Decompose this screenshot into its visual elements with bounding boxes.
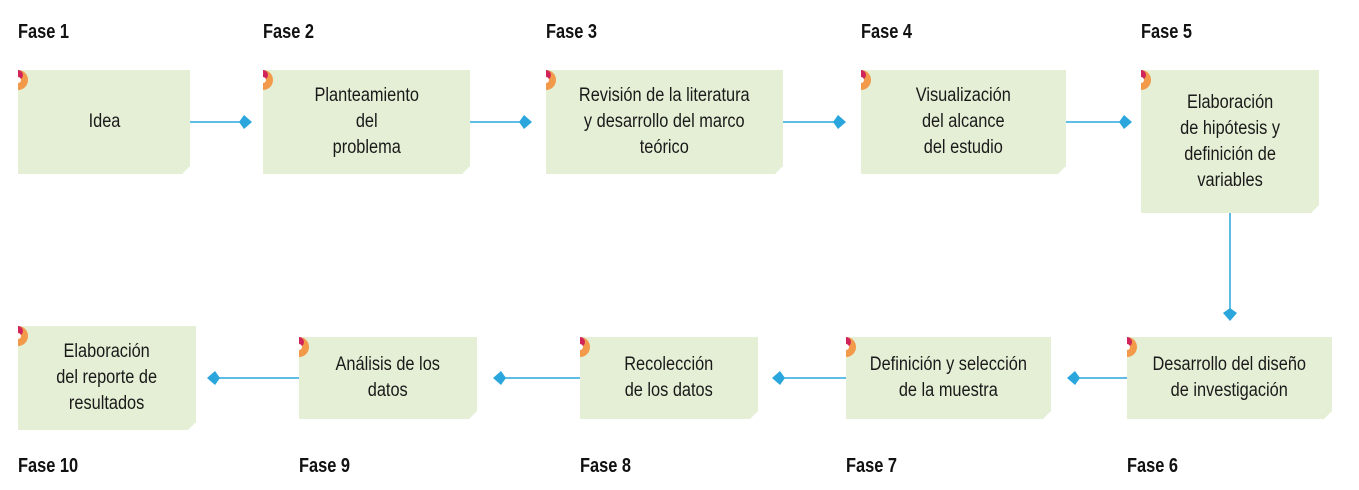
corner-marker-center-10 (18, 333, 21, 339)
phase-box-6: Desarrollo del diseño de investigación (1127, 337, 1332, 419)
corner-marker-center-2 (263, 77, 266, 83)
phase-text-5: Elaboración de hipótesis y definición de… (1180, 91, 1280, 191)
phase-text-6: Desarrollo del diseño de investigación (1152, 354, 1307, 401)
phase-label-7: Fase 7 (846, 455, 898, 477)
phase-text-2: Planteamiento del problema (314, 85, 419, 158)
phase-text-7: Definición y selección de la muestra (869, 354, 1028, 401)
phase-box-7: Definición y selección de la muestra (846, 337, 1051, 419)
phase-text-9: Análisis de los datos (335, 354, 441, 401)
phase-text-4: Visualización del alcance del estudio (915, 85, 1012, 158)
corner-marker-center-7 (846, 344, 849, 350)
corner-marker-center-5 (1141, 77, 1144, 83)
arrowhead-2 (519, 115, 532, 129)
phase-box-3: Revisión de la literatura y desarrollo d… (546, 70, 783, 174)
arrowhead-5 (1223, 308, 1237, 321)
phase-label-6: Fase 6 (1127, 455, 1179, 477)
corner-marker-center-9 (299, 344, 302, 350)
phase-text-10: Elaboración del reporte de resultados (56, 341, 158, 414)
corner-marker-center-8 (580, 344, 583, 350)
phase-box-4: Visualización del alcance del estudio (861, 70, 1066, 174)
corner-marker-center-4 (861, 77, 864, 83)
phase-label-9: Fase 9 (299, 455, 351, 477)
phase-label-5: Fase 5 (1141, 21, 1193, 43)
arrowhead-8 (493, 371, 506, 385)
phase-box-5: Elaboración de hipótesis y definición de… (1141, 70, 1319, 213)
phase-box-9: Análisis de los datos (299, 337, 477, 419)
arrowhead-6 (1067, 371, 1080, 385)
arrowhead-7 (772, 371, 785, 385)
arrowhead-1 (239, 115, 252, 129)
phase-box-2: Planteamiento del problema (263, 70, 470, 174)
phase-box-8: Recolección de los datos (580, 337, 758, 419)
arrowhead-9 (207, 371, 220, 385)
phase-label-4: Fase 4 (861, 21, 913, 43)
phase-text-8: Recolección de los datos (624, 354, 714, 401)
arrowhead-3 (833, 115, 846, 129)
phase-label-3: Fase 3 (546, 21, 598, 43)
arrowhead-4 (1119, 115, 1132, 129)
phase-box-10: Elaboración del reporte de resultados (18, 326, 196, 430)
phase-label-8: Fase 8 (580, 455, 632, 477)
phase-text-3: Revisión de la literatura y desarrollo d… (579, 85, 750, 158)
phase-label-2: Fase 2 (263, 21, 315, 43)
phase-box-1: Idea (18, 70, 190, 174)
phase-label-1: Fase 1 (18, 21, 70, 43)
corner-marker-center-6 (1127, 344, 1130, 350)
corner-marker-center-3 (546, 77, 549, 83)
phase-text-1: Idea (88, 111, 120, 132)
phase-label-10: Fase 10 (18, 455, 79, 477)
corner-marker-center-1 (18, 77, 21, 83)
